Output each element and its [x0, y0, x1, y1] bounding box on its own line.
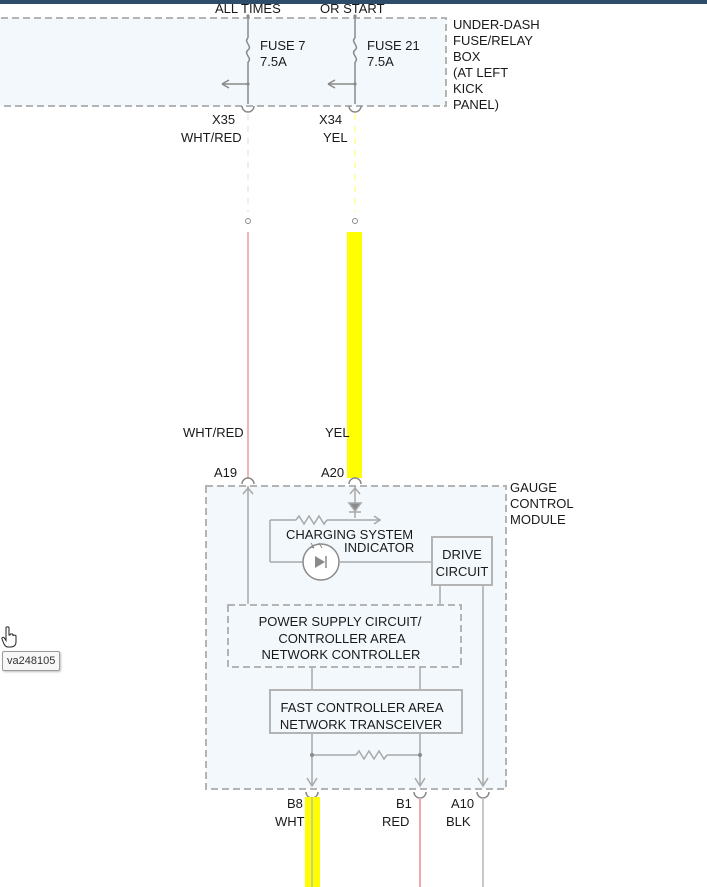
led-icon [302, 542, 340, 581]
splice-dot [245, 218, 251, 224]
indicator-label-line: CHARGING SYSTEM [286, 527, 413, 542]
fuse-box-label-line: BOX [453, 49, 481, 64]
drive-circuit-box [431, 536, 493, 586]
fuse-box-label-line: (AT LEFT [453, 65, 508, 80]
module-label-line: MODULE [510, 512, 566, 527]
indicator-label-line: INDICATOR [344, 540, 414, 555]
transceiver-label-line: FAST CONTROLLER AREA [280, 700, 443, 715]
splice-dot [352, 218, 358, 224]
pin-a10-label: A10 [451, 796, 474, 811]
pin-b8-label: B8 [287, 796, 303, 811]
fuse-box-label-line: UNDER-DASH [453, 17, 540, 32]
fuse-7-rating: 7.5A [260, 54, 287, 69]
wire-label-yel: YEL [325, 425, 350, 440]
power-label-all-times: ALL TIMES [215, 1, 281, 16]
connector-pin-icon [348, 105, 362, 113]
connector-pin-icon [241, 477, 255, 485]
power-label-or-start: OR START [320, 1, 385, 16]
transceiver-box [269, 689, 463, 734]
power-supply-circuit-box [227, 604, 462, 668]
wire-label-wht-red: WHT/RED [183, 425, 244, 440]
fuse-icon [352, 37, 358, 63]
window-top-bar [0, 0, 707, 4]
connector-x34-wire: YEL [323, 130, 348, 145]
resistor-icon [355, 749, 388, 761]
connector-pin-icon [348, 477, 362, 485]
fuse-21-rating: 7.5A [367, 54, 394, 69]
fuse-7-name: FUSE 7 [260, 38, 306, 53]
wire-blk-label: BLK [446, 814, 471, 829]
pin-a19-label: A19 [214, 465, 237, 480]
connector-x35-wire: WHT/RED [181, 130, 242, 145]
fuse-21-name: FUSE 21 [367, 38, 420, 53]
connector-x34-pin: X34 [319, 112, 342, 127]
hand-cursor-icon [1, 626, 17, 648]
resistor-icon [295, 514, 328, 526]
module-label-line: CONTROL [510, 496, 574, 511]
fuse-box-label-line: FUSE/RELAY [453, 33, 533, 48]
fuse-box-label-line: KICK [453, 81, 484, 96]
image-id-tooltip: va248105 [2, 651, 61, 671]
power-label-line: NETWORK CONTROLLER [262, 647, 421, 662]
pin-a20-label: A20 [321, 465, 344, 480]
pin-b1-label: B1 [396, 796, 412, 811]
drive-label-line: CIRCUIT [436, 564, 489, 579]
drive-label-line: DRIVE [442, 547, 482, 562]
module-label-line: GAUGE [510, 480, 557, 495]
connector-pin-icon [413, 791, 427, 799]
wire-wht-label: WHT [275, 814, 305, 829]
transceiver-label-line: NETWORK TRANSCEIVER [280, 717, 442, 732]
fuse-icon [245, 37, 251, 63]
fuse-relay-box [0, 17, 447, 107]
power-label-line: POWER SUPPLY CIRCUIT/ [259, 614, 422, 629]
wire-red-label: RED [382, 814, 409, 829]
fuse-box-label: UNDER-DASH FUSE/RELAY BOX (AT LEFT KICK … [453, 17, 540, 112]
module-internal-wiring [242, 486, 489, 788]
power-label-line: CONTROLLER AREA [278, 631, 405, 646]
connector-pin-icon [241, 105, 255, 113]
fuse-box-label-line: PANEL) [453, 97, 499, 112]
connector-x35-pin: X35 [212, 112, 235, 127]
wire-yel [347, 232, 362, 478]
connector-pin-icon [476, 791, 490, 799]
